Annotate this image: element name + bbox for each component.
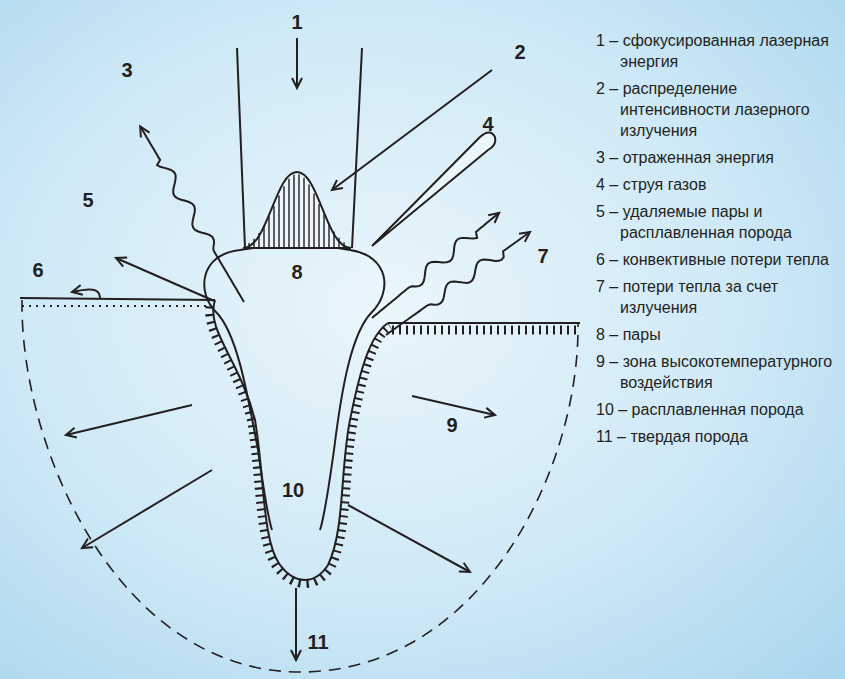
key-entry: 3 – отраженная энергия (596, 147, 842, 168)
hatch-stroke (308, 185, 309, 248)
key-entry: 11 – твердая порода (596, 426, 842, 447)
cavity-hatch (213, 300, 388, 580)
arrow (296, 38, 298, 88)
callout-number: 4 (482, 113, 493, 135)
key-entry: 10 – расплавленная порода (596, 399, 842, 420)
key-entry: 9 – зона высокотемпературного воздействи… (596, 351, 842, 393)
rock-surface (20, 298, 215, 300)
key-entry: 4 – струя газов (596, 174, 842, 195)
gaussian-profile (243, 172, 351, 248)
arrow (116, 258, 212, 300)
hatch-stroke (323, 214, 324, 248)
arrow (412, 396, 495, 415)
surface-hatch (392, 326, 578, 335)
callout-number: 10 (282, 479, 304, 501)
gas-jet (372, 133, 495, 247)
hatch-stroke (258, 233, 259, 248)
callout-number: 7 (537, 245, 548, 267)
hatch-stroke (318, 204, 319, 248)
callout-number: 3 (121, 59, 132, 81)
surface-hatch (22, 305, 212, 307)
key-entry: 2 – распределение интенсивности лазерног… (596, 78, 842, 141)
hatch-stroke (338, 238, 339, 248)
callout-number: 1 (291, 11, 302, 33)
wavy-arrow (372, 213, 499, 318)
heat-zone-boundary (22, 300, 578, 672)
callout-number: 9 (446, 414, 457, 436)
vapour-outline (320, 250, 384, 530)
callout-number: 8 (291, 261, 302, 283)
key-list: 1 – сфокусированная лазерная энергия 2 – … (596, 30, 842, 453)
arrow (348, 505, 470, 572)
radiation-arrows (140, 126, 530, 335)
key-entry: 5 – удаляемые пары и расплавленная пород… (596, 201, 842, 243)
callout-number: 11 (307, 631, 328, 653)
hatch-stroke (333, 232, 334, 248)
cavity-wall (213, 300, 388, 580)
arrow (66, 405, 192, 435)
arrow (72, 290, 100, 298)
hatch-stroke (268, 216, 269, 248)
callout-number: 6 (32, 259, 43, 281)
hatch-stroke (253, 239, 254, 248)
arrow (82, 470, 212, 548)
rock-surface (388, 322, 580, 324)
gaussian-hatch (249, 174, 344, 248)
hatch-stroke (288, 179, 289, 248)
arrow (332, 70, 492, 190)
key-entry: 8 – пары (596, 324, 842, 345)
key-entry: 1 – сфокусированная лазерная энергия (596, 30, 842, 72)
hatch-stroke (283, 186, 284, 248)
wavy-arrow (140, 126, 244, 302)
key-entry: 7 – потери тепла за счет излучения (596, 276, 842, 318)
hatch-stroke (313, 194, 314, 248)
hatch-stroke (298, 174, 299, 248)
gaussian-base (243, 247, 351, 249)
arrow (295, 588, 297, 660)
hatch-stroke (263, 225, 264, 248)
hatch-stroke (278, 196, 279, 248)
hatch-stroke (328, 224, 329, 248)
callout-number: 2 (514, 41, 525, 63)
hatch-stroke (293, 175, 294, 248)
wavy-arrow (386, 232, 530, 335)
illustration-lines (20, 38, 580, 672)
laser-beam (237, 48, 245, 248)
hatch-stroke (273, 206, 274, 248)
callout-number: 5 (82, 189, 93, 211)
key-entry: 6 – конвективные потери тепла (596, 249, 842, 270)
hatch-stroke (303, 178, 304, 248)
laser-beam (352, 48, 362, 248)
